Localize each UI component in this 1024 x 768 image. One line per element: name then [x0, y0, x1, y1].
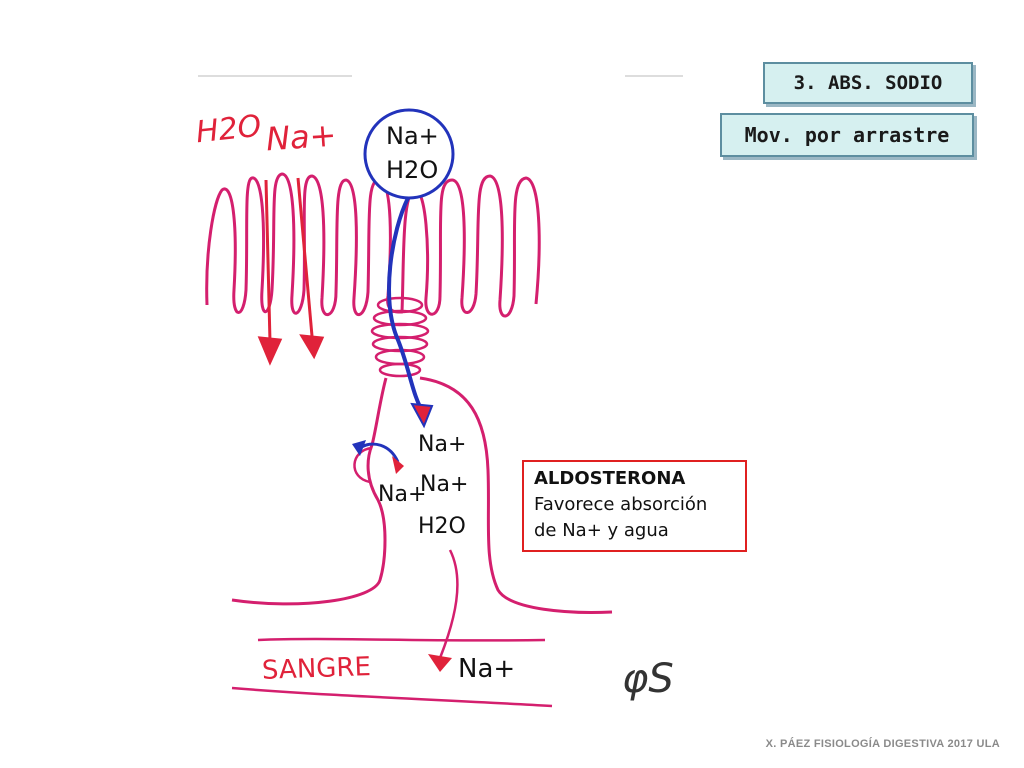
cell-water: H2O	[418, 514, 466, 539]
cell-outline-right	[419, 376, 613, 614]
section-title-box: 3. ABS. SODIO	[763, 62, 973, 104]
blood-arrow-head	[428, 654, 452, 672]
lumen-circle	[363, 108, 455, 200]
info-line-1: Favorece absorción	[534, 494, 708, 515]
cell-na-middle: Na+	[420, 472, 469, 497]
membrane-folds	[370, 296, 430, 378]
microvilli-membrane	[205, 172, 541, 318]
mechanism-title: Mov. por arrastre	[744, 123, 950, 147]
cell-outline-left	[231, 377, 388, 606]
aldosterone-info-box: ALDOSTERONA Favorece absorción de Na+ y …	[522, 460, 747, 552]
cell-na-upper: Na+	[418, 432, 467, 457]
lumen-arrows	[257, 177, 325, 366]
circle-water-label: H2O	[386, 156, 439, 184]
section-title: 3. ABS. SODIO	[793, 72, 943, 94]
info-title: ALDOSTERONA	[534, 468, 686, 489]
mechanism-box: Mov. por arrastre	[720, 113, 974, 157]
cell-na-left: Na+	[378, 482, 427, 507]
na-recycle-red	[392, 456, 404, 474]
na-arrow-head	[410, 402, 434, 429]
signature: φS	[622, 656, 674, 702]
blood-vessel-top	[257, 637, 546, 642]
cell-pouch	[353, 446, 373, 484]
na-water-path	[387, 197, 426, 416]
blood-label: SANGRE	[261, 652, 372, 686]
info-line-2: de Na+ y agua	[534, 520, 669, 541]
na-recycle-arrow	[359, 442, 400, 463]
handwritten-sodium: Na+	[264, 115, 338, 159]
na-recycle-head	[352, 440, 366, 456]
blood-na-label: Na+	[458, 654, 516, 684]
circle-na-label: Na+	[386, 122, 439, 150]
blood-vessel-bottom	[231, 686, 553, 708]
footer-credit: X. PÁEZ FISIOLOGÍA DIGESTIVA 2017 ULA	[765, 738, 1000, 750]
water-to-blood-path	[438, 549, 459, 659]
handwritten-water: H2O	[194, 108, 263, 151]
